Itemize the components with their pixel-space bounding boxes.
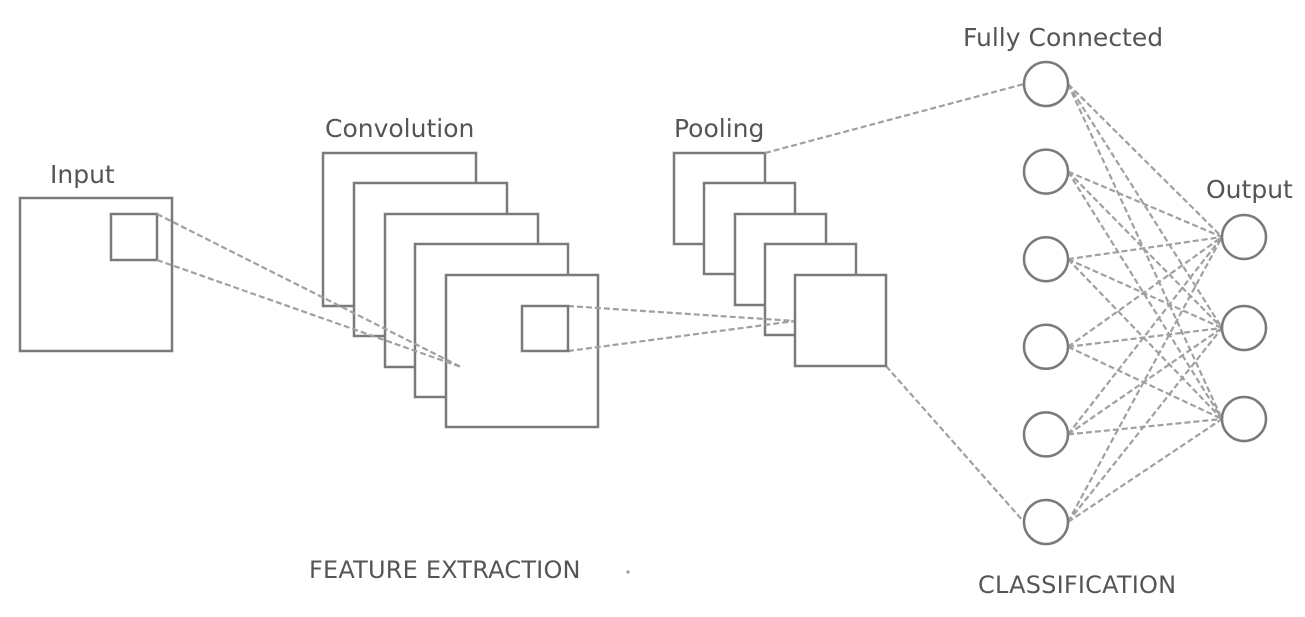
output-label: Output: [1206, 175, 1293, 204]
output-neuron-2: [1220, 304, 1268, 352]
feature-extraction-label: FEATURE EXTRACTION: [309, 556, 581, 584]
connection-lines: [156, 82, 1223, 523]
fc-6-to-output-1-link: [1067, 236, 1223, 523]
convolution-layer: [321, 151, 600, 429]
fc-4-to-output-3-link: [1067, 345, 1223, 420]
output-neuron-1: [1220, 213, 1268, 261]
pool-to-fc-line-bottom: [885, 365, 1025, 523]
input-label: Input: [50, 160, 115, 189]
fully-connected-neurons: [1022, 60, 1070, 546]
conv-to-pool-line-top: [567, 304, 796, 323]
input-receptive-field: [109, 212, 159, 262]
fc-2-to-output-1-link: [1067, 170, 1223, 239]
pooling-label: Pooling: [674, 114, 765, 143]
classification-label: CLASSIFICATION: [978, 571, 1177, 599]
fc-6-to-output-3-link: [1067, 418, 1223, 523]
input-to-conv-line-top: [156, 213, 462, 368]
conv-kernel: [520, 304, 570, 353]
fc-1-to-output-3-link: [1067, 83, 1223, 420]
fully-connected-label: Fully Connected: [963, 23, 1164, 52]
fc-neuron-3: [1022, 235, 1070, 283]
fc-3-to-output-1-link: [1067, 235, 1223, 261]
fc-5-to-output-2-link: [1067, 327, 1223, 436]
convolution-label: Convolution: [325, 114, 475, 143]
fc-2-to-output-2-link: [1067, 170, 1223, 329]
fc-neuron-6: [1022, 498, 1070, 546]
decorative-dot: [626, 570, 630, 574]
fc-to-output-links: [1067, 83, 1223, 523]
fc-5-to-output-1-link: [1067, 236, 1223, 436]
fc-4-to-output-2-link: [1067, 326, 1223, 348]
output-neurons: [1220, 213, 1268, 443]
conv-to-pool-line-bottom: [567, 319, 796, 353]
fc-6-to-output-2-link: [1067, 327, 1223, 523]
fc-2-to-output-3-link: [1067, 171, 1223, 420]
input-layer: [18, 196, 174, 353]
fc-neuron-2: [1022, 148, 1070, 195]
fc-neuron-1: [1022, 60, 1070, 108]
fc-3-to-output-2-link: [1067, 258, 1223, 330]
output-neuron-3: [1220, 395, 1268, 443]
fc-4-to-output-1-link: [1067, 236, 1223, 348]
fc-1-to-output-1-link: [1067, 83, 1223, 238]
fc-neuron-5: [1022, 411, 1070, 458]
fc-3-to-output-3-link: [1067, 258, 1223, 420]
pool-to-fc-line-top: [764, 82, 1025, 155]
fc-neuron-4: [1022, 323, 1070, 371]
fc-1-to-output-2-link: [1067, 83, 1223, 329]
pool-map-5: [793, 273, 888, 368]
